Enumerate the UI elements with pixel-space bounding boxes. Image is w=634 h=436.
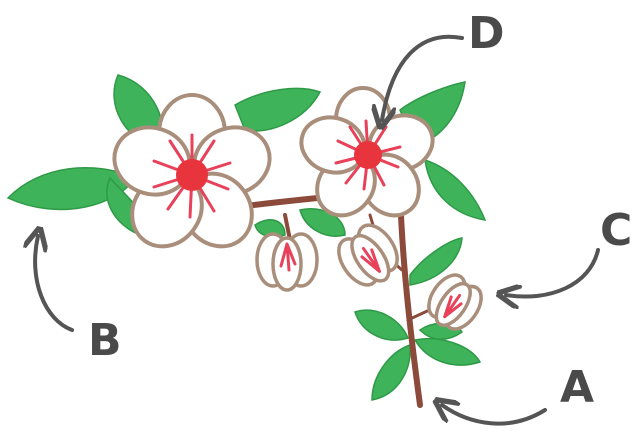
label-c: C <box>600 205 632 256</box>
arrow-c <box>506 250 598 297</box>
label-a: A <box>560 362 594 413</box>
label-d: D <box>468 8 505 59</box>
flower-center <box>354 141 382 169</box>
leaf-bottom <box>372 345 410 400</box>
bud-center <box>257 234 317 290</box>
leaf-right <box>425 160 485 220</box>
label-b: B <box>88 315 122 366</box>
leaf-stem-right-lower <box>415 339 480 365</box>
flower-center <box>176 159 208 191</box>
bud-stem-center <box>285 215 290 240</box>
arrow-a <box>442 405 545 424</box>
arrow-b <box>35 236 72 330</box>
leaf-stem-left <box>355 310 408 340</box>
